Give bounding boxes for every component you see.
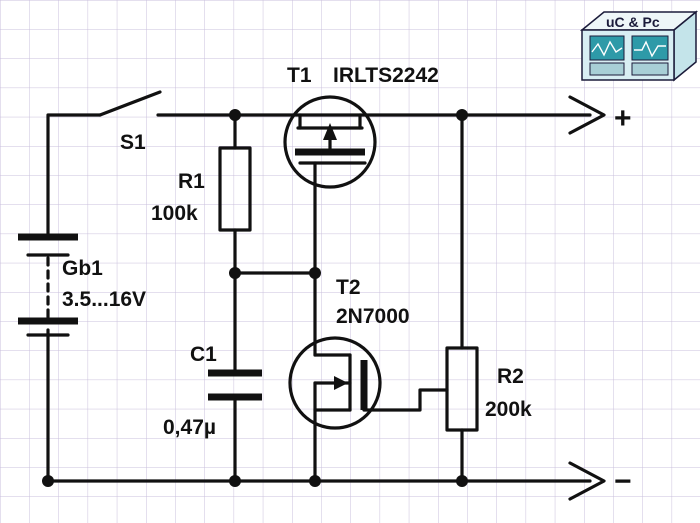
output-plus-arrow xyxy=(568,95,606,135)
plus-sign: + xyxy=(614,102,632,135)
junction-dots xyxy=(42,109,468,487)
potentiometer-r2 xyxy=(445,113,479,483)
gb1-ref-label: Gb1 xyxy=(62,257,103,280)
t2-ref-label: T2 xyxy=(336,276,361,299)
logo: uC & Pc xyxy=(579,10,699,82)
s1-label: S1 xyxy=(120,131,146,154)
battery-gb1 xyxy=(18,233,78,337)
switch-s1[interactable] xyxy=(98,90,162,117)
transistor-t2 xyxy=(288,271,449,483)
logo-text: uC & Pc xyxy=(606,14,660,30)
gb1-value-label: 3.5...16V xyxy=(62,288,146,311)
capacitor-c1 xyxy=(208,369,262,483)
r2-value-label: 200k xyxy=(485,398,532,421)
t1-part-label: IRLTS2242 xyxy=(333,64,439,87)
logo-screen-right xyxy=(631,35,669,61)
r2-ref-label: R2 xyxy=(497,365,524,388)
minus-sign: − xyxy=(614,465,632,498)
transistor-t1 xyxy=(283,95,377,275)
output-minus-arrow xyxy=(568,461,606,501)
t2-part-label: 2N7000 xyxy=(336,305,410,328)
r1-ref-label: R1 xyxy=(178,170,205,193)
c1-ref-label: C1 xyxy=(190,343,217,366)
c1-value-label: 0,47µ xyxy=(163,416,216,439)
r1-value-label: 100k xyxy=(151,202,198,225)
t1-ref-label: T1 xyxy=(287,64,312,87)
